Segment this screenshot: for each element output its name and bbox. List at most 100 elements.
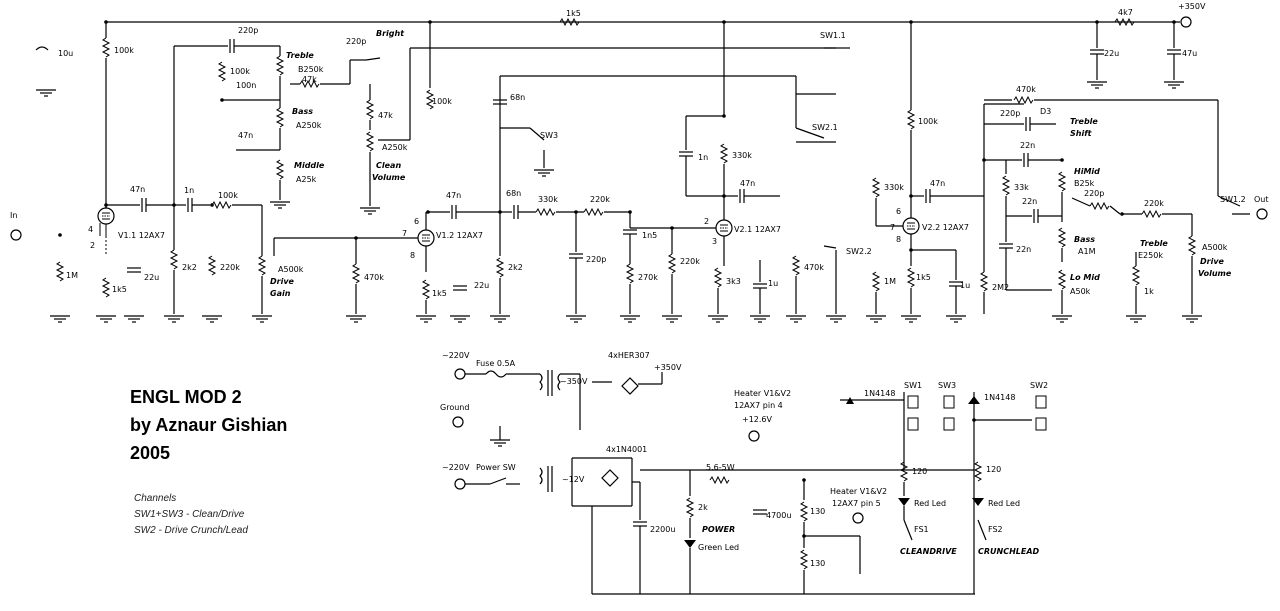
label-a250k-clean: A250k [382, 143, 408, 152]
label-c1u: 1u [768, 279, 778, 288]
label-r1m2: 1M [884, 277, 896, 286]
label-r220k4: 220k [1144, 199, 1164, 208]
label-r4k7: 4k7 [1118, 8, 1133, 17]
label-lomid: Lo Mid [1070, 273, 1100, 282]
output-jack-icon[interactable] [1256, 208, 1268, 220]
label-fs1: FS1 [914, 525, 929, 534]
label-in: In [10, 211, 17, 220]
label-pin8b: 8 [896, 235, 901, 244]
label-shift: Shift [1070, 129, 1093, 138]
label-ground: Ground [440, 403, 469, 412]
label-r100k4: 100k [918, 117, 938, 126]
label-c47n3: 47n [446, 191, 461, 200]
label-v1-1: V1.1 12AX7 [118, 231, 165, 240]
label-r1k5d: 1k5 [916, 273, 931, 282]
label-clean: Clean [376, 161, 401, 170]
label-c68n2: 68n [506, 189, 521, 198]
label-fs2: FS2 [988, 525, 1003, 534]
label-c1n5: 1n5 [642, 231, 657, 240]
label-r2k2-v12: 2k2 [508, 263, 523, 272]
label-c220p: 220p [238, 26, 258, 35]
label-v1-2: V1.2 12AX7 [436, 231, 483, 240]
label-d3: D3 [1040, 107, 1051, 116]
title-line-1: ENGL MOD 2 [130, 387, 242, 407]
label-sw2b: SW2 [1030, 381, 1048, 390]
stage-v1-1 [10, 22, 280, 323]
label-out: Out [1254, 195, 1269, 204]
label-red-led: Red Led [914, 499, 946, 508]
label-volume2: Volume [1198, 269, 1232, 278]
label-a500k: A500k [278, 265, 304, 274]
label-pin6b: 6 [896, 207, 901, 216]
label-r1k5b: 1k5 [112, 285, 127, 294]
label-c220p5: 220p [1084, 189, 1104, 198]
label-v2-1: V2.1 12AX7 [734, 225, 781, 234]
label-r120: 120 [912, 467, 927, 476]
label-mains2: ~220V [442, 463, 470, 472]
label-r1k5: 1k5 [566, 9, 581, 18]
label-b350: +350V [1178, 2, 1206, 11]
channels-line-1: SW1+SW3 - Clean/Drive [134, 509, 245, 520]
label-sw2-1: SW2.1 [812, 123, 838, 132]
heater-terminal-2-icon [852, 512, 864, 524]
stage-v2-1 [672, 22, 850, 323]
label-red-led2: Red Led [988, 499, 1020, 508]
label-a50k: A50k [1070, 287, 1091, 296]
power-supply [452, 368, 975, 595]
label-c100n: 100n [236, 81, 256, 90]
label-sw3: SW3 [540, 131, 558, 140]
label-heater1: Heater V1&V2 [734, 389, 791, 398]
label-pin8: 8 [410, 251, 415, 260]
label-c1n: 1n [184, 186, 194, 195]
label-sw3b: SW3 [938, 381, 956, 390]
label-c22n: 22n [1020, 141, 1035, 150]
label-mains1: ~220V [442, 351, 470, 360]
label-a25k: A25k [296, 175, 317, 184]
label-r470k4: 470k [1016, 85, 1036, 94]
label-pin7b: 7 [890, 223, 895, 232]
label-e250k: E250k [1138, 251, 1163, 260]
label-r1k5c: 1k5 [432, 289, 447, 298]
label-r100k-tone: 100k [230, 67, 250, 76]
ground-terminal-icon [452, 416, 464, 428]
label-r220k2: 220k [590, 195, 610, 204]
label-r100k3: 100k [432, 97, 452, 106]
label-bass: Bass [292, 107, 313, 116]
label-d1n4148: 1N4148 [864, 389, 895, 398]
label-c68n: 68n [510, 93, 525, 102]
label-heater2b: 12AX7 pin 5 [832, 499, 881, 508]
label-bright: Bright [376, 29, 405, 38]
label-r330k-v22: 330k [884, 183, 904, 192]
label-treble3: Treble [1140, 239, 1168, 248]
label-c47n-mid: 47n [238, 131, 253, 140]
label-r2k: 2k [698, 503, 708, 512]
label-a500k2: A500k [1202, 243, 1228, 252]
label-sw1b: SW1 [904, 381, 922, 390]
label-r220k: 220k [220, 263, 240, 272]
label-r130a: 130 [810, 507, 825, 516]
label-b350c: +350V [654, 363, 682, 372]
label-drive: Drive [270, 277, 295, 286]
label-c2200u: 2200u [650, 525, 675, 534]
label-middle: Middle [294, 161, 325, 170]
label-pin2b: 2 [90, 241, 95, 250]
label-d1n4148b: 1N4148 [984, 393, 1015, 402]
label-c220p3: 220p [586, 255, 606, 264]
mains-terminal-2-icon [454, 478, 466, 490]
label-r47k: 47k [302, 75, 317, 84]
label-c22n2: 22n [1022, 197, 1037, 206]
label-heater2: Heater V1&V2 [830, 487, 887, 496]
label-r3k3: 3k3 [726, 277, 741, 286]
label-sw1-2: SW1.2 [1220, 195, 1246, 204]
label-c1u2: 1u [960, 281, 970, 290]
footswitch-section [840, 392, 1047, 594]
label-pin4: 4 [88, 225, 93, 234]
label-r220k3: 220k [680, 257, 700, 266]
input-jack-icon[interactable] [10, 229, 22, 241]
label-c1n: 1n [698, 153, 708, 162]
label-bass2: Bass [1074, 235, 1095, 244]
label-a1m: A1M [1078, 247, 1096, 256]
label-clean-drive: CLEANDRIVE [900, 547, 957, 556]
label-sw2-2: SW2.2 [846, 247, 872, 256]
label-heater1b: 12AX7 pin 4 [734, 401, 783, 410]
